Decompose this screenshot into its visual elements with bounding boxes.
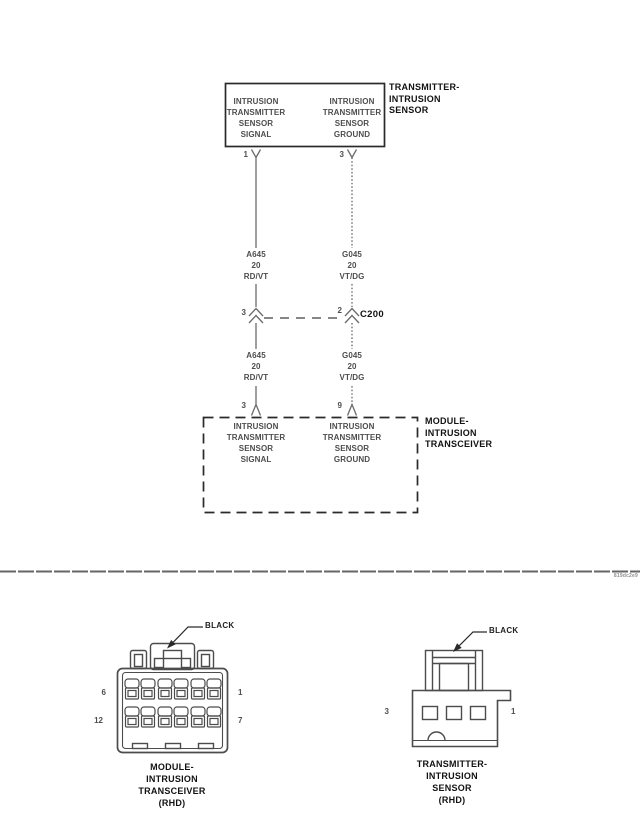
circuit-number: A645 — [246, 351, 266, 360]
wire-left — [248, 149, 264, 416]
sensor-pin-function-right: INTRUSION TRANSMITTER SENSOR GROUND — [322, 97, 382, 139]
female-pin-icon — [250, 149, 262, 159]
pin-number: 9 — [337, 401, 342, 410]
pin-number: 6 — [101, 688, 106, 697]
sensor-pin-function-left: INTRUSION TRANSMITTER SENSOR SIGNAL — [226, 97, 286, 139]
inline-connector-pin-icon — [344, 307, 360, 317]
male-pin-icon — [346, 402, 358, 416]
sensor-component-label: TRANSMITTER- INTRUSION SENSOR — [389, 82, 460, 115]
pin-number: 1 — [511, 707, 516, 716]
wire-label: A645 20 RD/VT — [226, 249, 286, 282]
wire-gauge: 20 — [251, 261, 261, 270]
module-pin-function-right: INTRUSION TRANSMITTER SENSOR GROUND — [322, 422, 382, 464]
module-box-outline — [202, 416, 419, 514]
pin-number: 12 — [94, 716, 103, 725]
connector-color-label: BLACK — [205, 621, 235, 630]
wire-color: RD/VT — [243, 373, 269, 382]
wire-gauge: 20 — [347, 261, 357, 270]
wire-color: VT/DG — [339, 272, 365, 281]
pin-number: 1 — [238, 688, 243, 697]
wire-color: VT/DG — [339, 373, 365, 382]
wire-color: RD/VT — [243, 272, 269, 281]
wire-gauge: 20 — [251, 362, 261, 371]
pin-number: 2 — [337, 306, 342, 315]
pin-number: 3 — [241, 308, 246, 317]
inline-connector-pin-icon — [248, 314, 264, 324]
pin-number: 3 — [241, 401, 246, 410]
wire-label: G045 20 VT/DG — [322, 249, 382, 282]
pin-number: 3 — [384, 707, 389, 716]
inline-connector-pin-icon — [248, 307, 264, 317]
module-pin-function-left: INTRUSION TRANSMITTER SENSOR SIGNAL — [226, 422, 286, 464]
module-connector-face — [116, 642, 229, 754]
wire-label: A645 20 RD/VT — [226, 350, 286, 383]
connector-c200-label: C200 — [360, 309, 384, 320]
ref-code: 819dc2e9 — [613, 573, 638, 579]
wire-right — [344, 149, 360, 416]
male-pin-icon — [250, 402, 262, 416]
module-component-label: MODULE- INTRUSION TRANSCEIVER — [425, 416, 493, 449]
wire-gauge: 20 — [347, 362, 357, 371]
connector-caption: TRANSMITTER- INTRUSION SENSOR (RHD) — [416, 759, 488, 805]
inline-connector-pin-icon — [344, 314, 360, 324]
pin-number: 7 — [238, 716, 243, 725]
wire-label: G045 20 VT/DG — [322, 350, 382, 383]
pin-number: 1 — [243, 150, 248, 159]
circuit-number: A645 — [246, 250, 266, 259]
circuit-number: G045 — [342, 351, 362, 360]
pin-number: 3 — [339, 150, 344, 159]
connector-caption: MODULE- INTRUSION TRANSCEIVER (RHD) — [138, 762, 206, 808]
black-arrow-icon — [453, 631, 487, 652]
black-arrow-icon — [167, 626, 203, 649]
connector-color-label: BLACK — [489, 626, 519, 635]
sensor-box-outline — [224, 82, 386, 148]
circuit-number: G045 — [342, 250, 362, 259]
female-pin-icon — [346, 149, 358, 159]
sensor-connector-face — [411, 649, 512, 748]
